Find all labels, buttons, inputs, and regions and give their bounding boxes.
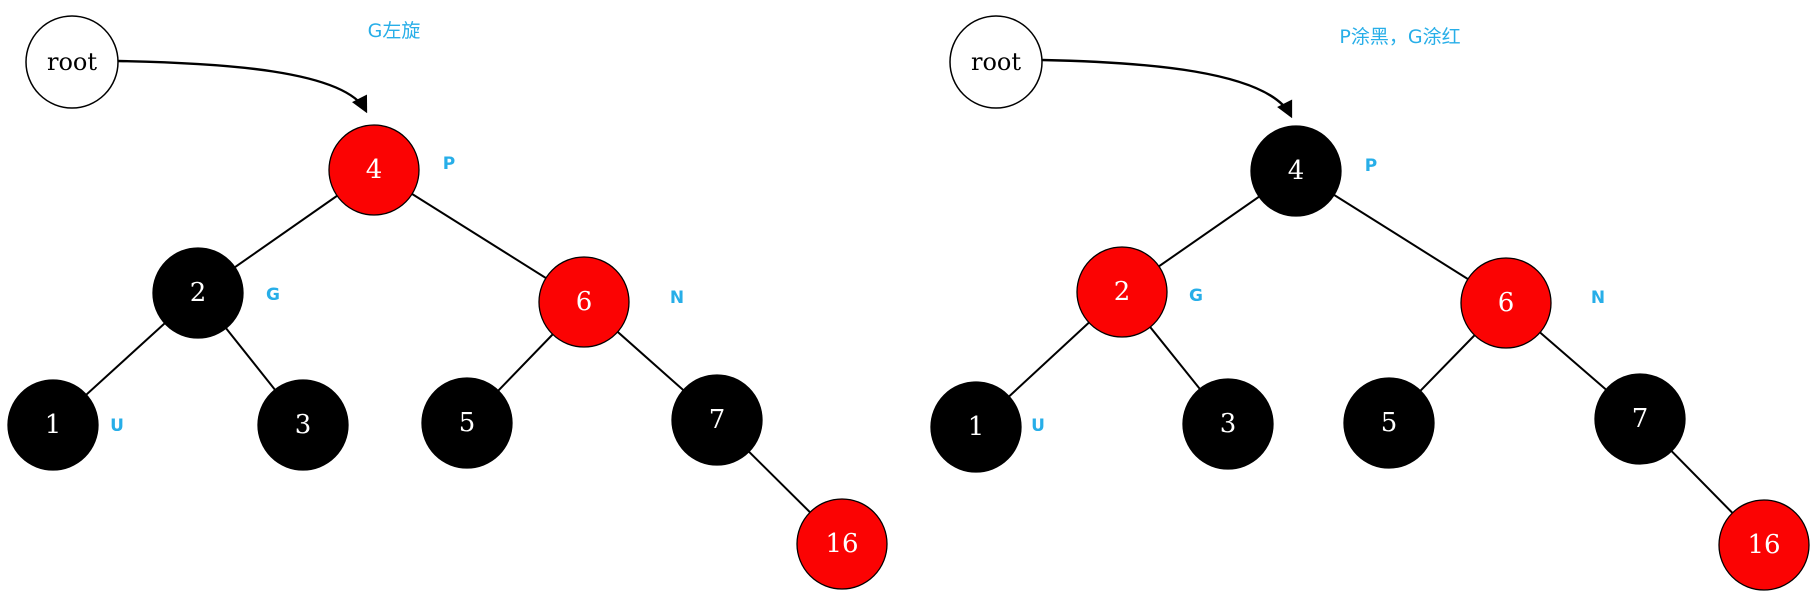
- node-1-black: [930, 381, 1022, 473]
- node-1-black: [7, 379, 99, 471]
- node-2-black: [152, 247, 244, 339]
- node-value: 2: [190, 278, 207, 308]
- node-16-red: [796, 498, 888, 590]
- node-value: 6: [1498, 288, 1515, 318]
- node-value: 1: [45, 410, 62, 440]
- node-value: 7: [709, 405, 726, 435]
- node-4-red: [328, 124, 420, 216]
- node-6-red: [538, 256, 630, 348]
- root-pointer-arrow: [1041, 58, 1293, 119]
- node-5-black: [1343, 377, 1435, 469]
- diagram-title: P涂黑，G涂红: [1339, 26, 1460, 48]
- node-value: 4: [366, 155, 383, 185]
- node-7-black: [671, 374, 763, 466]
- node-value: 3: [295, 410, 312, 440]
- node-3-black: [1182, 378, 1274, 470]
- node-value: 16: [1747, 530, 1780, 560]
- root-node: [25, 15, 119, 109]
- role-tag-P: P: [1365, 156, 1377, 176]
- root-label: root: [971, 48, 1021, 76]
- root-label: root: [47, 48, 97, 76]
- role-tag-N: N: [1591, 288, 1605, 308]
- node-7-black: [1594, 373, 1686, 465]
- node-value: 5: [459, 408, 476, 438]
- root-node: [949, 15, 1043, 109]
- node-5-black: [421, 377, 513, 469]
- root-pointer-arrow: [117, 59, 368, 114]
- node-4-black: [1250, 125, 1342, 217]
- node-value: 16: [825, 529, 858, 559]
- node-3-black: [257, 379, 349, 471]
- node-value: 3: [1220, 409, 1237, 439]
- tree-right: root 4 P 2 G 6 N 1 U 3 5 7 16 P涂黑，G涂红: [930, 15, 1810, 591]
- node-value: 4: [1288, 156, 1305, 186]
- node-value: 1: [968, 412, 985, 442]
- node-2-red: [1076, 246, 1168, 338]
- role-tag-G: G: [1189, 286, 1203, 306]
- role-tag-U: U: [1031, 416, 1045, 436]
- node-value: 6: [576, 287, 593, 317]
- role-tag-U: U: [110, 416, 124, 436]
- node-value: 2: [1114, 277, 1131, 307]
- role-tag-G: G: [266, 285, 280, 305]
- node-16-red: [1718, 499, 1810, 591]
- node-value: 5: [1381, 408, 1398, 438]
- role-tag-N: N: [670, 288, 684, 308]
- tree-left: root 4 P 2 G 6 N 1 U 3 5 7 16 G左旋: [7, 15, 888, 590]
- role-tag-P: P: [443, 154, 455, 174]
- node-value: 7: [1632, 404, 1649, 434]
- node-6-red: [1460, 257, 1552, 349]
- scene-root: root 4 P 2 G 6 N 1 U 3 5 7 16 G左旋 root 4 P 2 G 6 N 1 U 3 5 7 16 P涂黑…: [7, 15, 1810, 591]
- diagram-title: G左旋: [368, 20, 421, 42]
